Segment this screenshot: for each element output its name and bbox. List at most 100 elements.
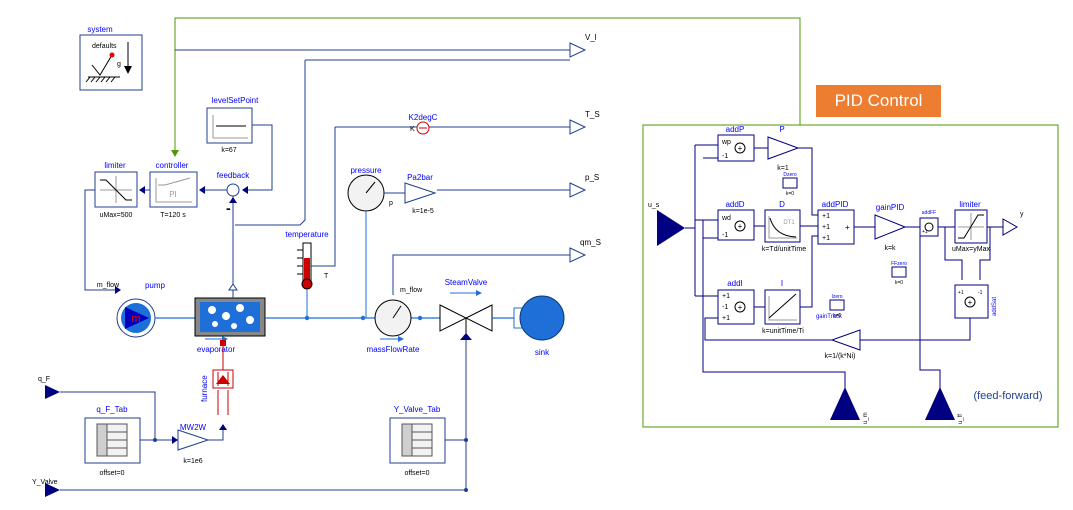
- pid-addPID-w2: +1: [822, 224, 830, 231]
- controller-param: T=120 s: [160, 212, 186, 219]
- pid-D-param: k=Td/unitTime: [762, 246, 806, 253]
- pid-Izero-param: k=0: [833, 313, 841, 319]
- K2degC-sub: K: [410, 126, 415, 133]
- pid-gainTrack-block[interactable]: gainTrack k=1/(k*Ni): [816, 314, 861, 360]
- Pa2bar-label: Pa2bar: [407, 173, 433, 182]
- q_F_Tab-block[interactable]: q_F_Tab offset=0: [84, 405, 141, 477]
- temperature-block[interactable]: temperature T: [285, 230, 329, 318]
- pid-addI-block[interactable]: addI +1 -1 +1 +: [717, 279, 755, 325]
- pid-gainTrack-param: k=1/(k*Ni): [825, 353, 856, 360]
- pid-input-u_ff[interactable]: u_ff: [925, 387, 964, 424]
- svg-text:+: +: [968, 298, 973, 307]
- furnace-block[interactable]: furnace: [200, 340, 234, 415]
- arrow-icon: [171, 150, 179, 157]
- pid-addD-w1: wd: [721, 215, 731, 222]
- pid-addPID-label: addPID: [822, 200, 849, 209]
- pid-gainTrack-label: gainTrack: [816, 314, 843, 320]
- temperature-port: T: [324, 273, 329, 280]
- steamValve-label: SteamValve: [445, 278, 488, 287]
- pid-P-block[interactable]: P k=1: [767, 125, 800, 172]
- output-qm_S-arrow[interactable]: [569, 247, 587, 263]
- input-Y_Valve-label: Y_Valve: [32, 479, 58, 486]
- pid-addPID-w3: +1: [822, 235, 830, 242]
- steamValve-block[interactable]: SteamValve: [439, 278, 493, 340]
- pid-addI-w2: -1: [722, 304, 728, 311]
- output-V_l-arrow[interactable]: [569, 42, 587, 58]
- pid-addSat-block[interactable]: + +1 -1 addSat: [954, 284, 998, 319]
- limiter-block[interactable]: limiter uMax=500: [94, 161, 138, 219]
- pid-input-u_m[interactable]: u_m: [830, 387, 869, 424]
- output-p_S-arrow[interactable]: [569, 182, 587, 198]
- Y_Valve_Tab-param: offset=0: [405, 470, 430, 477]
- limiter-param: uMax=500: [100, 212, 133, 219]
- pid-input-u_s[interactable]: u_s: [648, 202, 685, 246]
- Y_Valve_Tab-block[interactable]: Y_Valve_Tab offset=0: [389, 405, 446, 477]
- pid-Izero-block[interactable]: Izero k=0: [829, 294, 845, 319]
- wire-mw2w-furnace: [208, 425, 224, 441]
- system-label: system: [87, 25, 113, 34]
- pid-limiter-param: uMax=yMax: [952, 246, 990, 253]
- pid-FFzero-label: FFzero: [891, 261, 907, 267]
- pid-P-label: P: [779, 125, 784, 134]
- pid-Izero-label: Izero: [831, 294, 842, 300]
- pid-addFF-w: +1: [922, 229, 928, 235]
- wire-temp: [311, 127, 336, 267]
- MW2W-label: MW2W: [180, 423, 207, 432]
- controller-block[interactable]: controller PI T=120 s: [149, 161, 198, 219]
- pid-gainPID-block[interactable]: gainPID k=k: [874, 203, 907, 252]
- evaporator-block[interactable]: evaporator: [194, 297, 266, 354]
- pid-D-label: D: [779, 200, 785, 209]
- pid-I-param: k=unitTime/Ti: [762, 328, 804, 335]
- wire-qm_S: [392, 254, 570, 295]
- input-Y_Valve[interactable]: Y_Valve: [32, 479, 60, 497]
- pid-addFF-label: addFF: [922, 210, 936, 216]
- pid-addFF-block[interactable]: addFF +1: [919, 210, 939, 237]
- wire-lim-pump: [84, 189, 120, 291]
- pid-limiter-block[interactable]: limiter uMax=yMax: [952, 200, 990, 253]
- wire-q_F: [60, 391, 156, 440]
- pid-Dzero-param: k=0: [786, 191, 794, 197]
- K2degC-block[interactable]: K2degC K: [409, 113, 438, 135]
- system-g-text: g: [117, 61, 121, 68]
- pump-block[interactable]: pump m_flow m: [97, 281, 166, 338]
- feedback-minus: -: [226, 200, 231, 216]
- pid-addI-label: addI: [727, 279, 743, 288]
- levelSetPoint-param: k=67: [221, 147, 236, 154]
- svg-text:+: +: [738, 303, 743, 312]
- pid-wire-us: [685, 144, 718, 297]
- Pa2bar-block[interactable]: Pa2bar k=1e-5: [404, 173, 437, 215]
- output-T_S-label: T_S: [585, 110, 600, 119]
- output-T_S-arrow[interactable]: [569, 119, 587, 135]
- pump-label: pump: [145, 281, 166, 290]
- pid-gainPID-label: gainPID: [876, 203, 905, 212]
- input-q_F[interactable]: q_F: [38, 376, 60, 399]
- massFlowRate-label: massFlowRate: [367, 345, 420, 354]
- pump-glyph: m: [131, 313, 140, 325]
- q_F_Tab-label: q_F_Tab: [96, 405, 128, 414]
- pid-FFzero-block[interactable]: FFzero k=0: [891, 261, 907, 286]
- pid-D-inner: DT1: [783, 220, 795, 226]
- pid-gainPID-param: k=k: [884, 245, 896, 252]
- MW2W-block[interactable]: MW2W k=1e6: [177, 423, 210, 465]
- pid-addD-block[interactable]: addD wd -1 +: [717, 200, 755, 241]
- pid-Dzero-label: Dzero: [783, 172, 797, 178]
- pid-D-block[interactable]: D DT1 k=Td/unitTime: [762, 200, 806, 253]
- svg-text:+: +: [738, 144, 743, 153]
- massFlowRate-block[interactable]: m_flow massFlowRate: [367, 287, 424, 354]
- pressure-block[interactable]: pressure p: [347, 166, 393, 318]
- pid-I-block[interactable]: I k=unitTime/Ti: [762, 279, 804, 335]
- pump-port-label: m_flow: [97, 282, 120, 289]
- pid-addPID-block[interactable]: addPID +1 +1 +1 +: [817, 200, 855, 245]
- pid-addSat-w1: +1: [958, 290, 964, 296]
- pid-Dzero-block[interactable]: Dzero k=0: [782, 172, 798, 197]
- sink-block[interactable]: sink: [513, 295, 565, 357]
- pid-output-y[interactable]: y: [1002, 211, 1024, 236]
- pid-addD-w2: -1: [722, 232, 728, 239]
- pid-addD-label: addD: [725, 200, 744, 209]
- pid-panel-frame: [642, 124, 1059, 428]
- pid-y-label: y: [1020, 211, 1024, 218]
- levelSetPoint-block[interactable]: levelSetPoint k=67: [206, 96, 259, 154]
- system-block[interactable]: system defaults g: [79, 25, 143, 91]
- pid-I-label: I: [781, 279, 783, 288]
